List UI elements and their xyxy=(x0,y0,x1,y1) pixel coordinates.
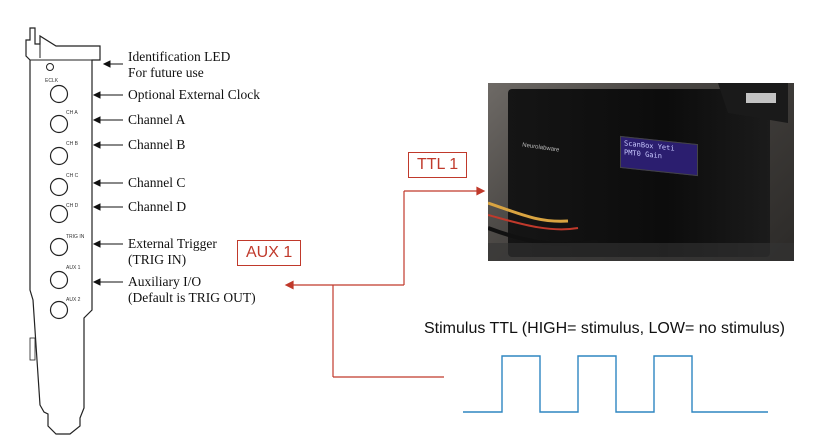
callout-ttl1: TTL 1 xyxy=(408,152,468,178)
port-label-aux1: AUX 1 xyxy=(66,265,81,271)
label-channel-a: Channel A xyxy=(128,112,186,127)
port-ch-c xyxy=(49,177,69,197)
port-aux2 xyxy=(49,300,69,320)
label-ext-trigger: External Trigger (TRIG IN) xyxy=(128,236,217,267)
label-channel-b: Channel B xyxy=(128,137,186,152)
port-label-chc: CH C xyxy=(66,173,79,179)
port-eclk xyxy=(49,84,69,104)
red-connectors xyxy=(284,186,486,378)
port-label-eclk: ECLK xyxy=(45,78,59,84)
port-label-cha: CH A xyxy=(66,110,78,116)
port-label-aux2: AUX 2 xyxy=(66,297,81,303)
bracket-outline xyxy=(25,27,101,435)
stimulus-title: Stimulus TTL (HIGH= stimulus, LOW= no st… xyxy=(424,320,785,337)
label-arrows xyxy=(92,60,123,286)
label-id-led: Identification LED For future use xyxy=(128,49,231,80)
device-cables xyxy=(488,83,794,261)
callout-aux1: AUX 1 xyxy=(237,240,302,266)
port-label-chb: CH B xyxy=(66,141,78,147)
port-label-trigin: TRIG IN xyxy=(66,234,85,240)
stimulus-waveform xyxy=(463,355,768,413)
port-trig-in xyxy=(49,237,69,257)
label-ext-clock: Optional External Clock xyxy=(128,87,260,102)
port-ch-d xyxy=(49,204,69,224)
led-circle xyxy=(46,63,54,71)
label-channel-d: Channel D xyxy=(128,199,187,214)
label-channel-c: Channel C xyxy=(128,175,186,190)
port-aux1 xyxy=(49,270,69,290)
port-label-chd: CH D xyxy=(66,203,79,209)
device-photo: Neurolabware ScanBox Yeti PMT0 Gain xyxy=(488,83,794,261)
port-ch-b xyxy=(49,146,69,166)
port-ch-a xyxy=(49,114,69,134)
label-aux-io: Auxiliary I/O (Default is TRIG OUT) xyxy=(128,274,256,305)
